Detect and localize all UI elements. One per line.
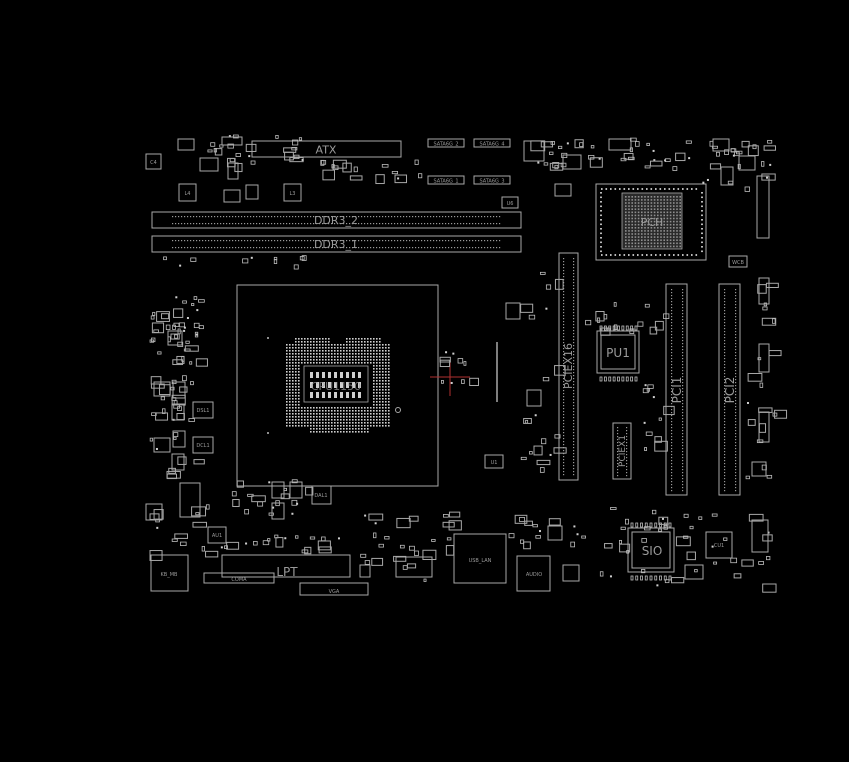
dcl1-label: DCL1 — [196, 443, 209, 449]
ddr3-2-label: DDR3_2 — [314, 214, 358, 227]
pci1-pins — [671, 289, 684, 492]
usb-lan-label: USB_LAN — [469, 558, 492, 564]
pciex1-slot[interactable]: PCIEX1 — [612, 422, 632, 480]
pciex16-slot[interactable]: PCIEX16 — [558, 252, 579, 481]
u1-chip[interactable]: U1 — [484, 454, 504, 469]
wcb-label: WCB — [732, 260, 744, 266]
ddr3-1-slot[interactable]: DDR3_1 — [151, 235, 522, 253]
l3-inductor[interactable]: L3 — [283, 183, 302, 202]
pci1-label: PCI1 — [670, 377, 684, 404]
sio-label: SIO — [642, 544, 663, 558]
dal1-chip[interactable]: DAL1 — [311, 485, 332, 505]
sata-connector-3[interactable]: SATA6G_3 — [473, 175, 511, 185]
kb-mb-label: KB_MB — [161, 572, 179, 578]
pci1-slot[interactable]: PCI1 — [665, 283, 688, 496]
l4-label: L4 — [185, 191, 191, 197]
atx-connector[interactable]: ATX — [251, 140, 402, 158]
ddr3-1-pins — [172, 240, 501, 249]
chipset[interactable]: PCH — [595, 183, 707, 261]
audio-label: AUDIO — [526, 572, 542, 578]
u1-label: U1 — [491, 460, 498, 466]
au1-label: AU1 — [212, 533, 222, 539]
l4-inductor[interactable]: L4 — [178, 183, 197, 202]
audio-connector[interactable]: AUDIO — [516, 555, 551, 592]
u6-chip[interactable]: U6 — [501, 196, 519, 209]
dcl1-chip[interactable]: DCL1 — [192, 436, 214, 454]
sio-chip[interactable]: SIO — [627, 522, 675, 581]
chipset-pads — [600, 188, 703, 256]
sata2-label: SATA6G_2 — [433, 142, 458, 148]
ddr3-1-label: DDR3_1 — [314, 238, 358, 251]
sata-connector-4[interactable]: SATA6G_4 — [473, 138, 511, 148]
sata3-label: SATA6G_3 — [479, 179, 504, 185]
cpu-socket[interactable]: CPU1150 — [236, 284, 439, 487]
com-connector[interactable]: COMA — [203, 572, 275, 584]
lpt-label: LPT — [276, 565, 298, 579]
sata4-label: SATA6G_4 — [479, 142, 504, 148]
small-components — [145, 134, 788, 593]
pu1-label: PU1 — [606, 346, 630, 360]
pciex16-label: PCIEX16 — [562, 343, 575, 389]
cu1-label: CU1 — [714, 543, 724, 549]
cu1-chip[interactable]: CU1 — [705, 531, 733, 559]
pci2-label: PCI2 — [723, 377, 737, 404]
vga-label: VGA — [329, 589, 340, 595]
lpt-connector[interactable]: LPT — [221, 554, 351, 579]
vga-connector[interactable]: VGA — [299, 582, 369, 596]
sata-connector-1[interactable]: SATA6G_1 — [427, 175, 465, 185]
com-label: COMA — [231, 577, 247, 583]
atx-label: ATX — [316, 144, 337, 157]
pciex1-pins — [617, 427, 628, 477]
ddr3-2-slot[interactable]: DDR3_2 — [151, 211, 522, 229]
usb-lan-connector[interactable]: USB_LAN — [453, 533, 507, 584]
sata-connector-2[interactable]: SATA6G_2 — [427, 138, 465, 148]
wcb-chip[interactable]: WCB — [728, 255, 748, 268]
dal1-label: DAL1 — [314, 493, 327, 499]
pu1-chip[interactable]: PU1 — [596, 325, 640, 382]
cpu-inner-pads — [310, 372, 361, 398]
pci2-slot[interactable]: PCI2 — [718, 283, 741, 496]
cpu-pad-array — [286, 338, 390, 433]
cmos-battery-pad[interactable]: C4 — [145, 153, 162, 170]
au1-chip[interactable]: AU1 — [207, 526, 227, 544]
sata1-label: SATA6G_1 — [433, 179, 458, 185]
chipset-label: PCH — [641, 216, 664, 229]
cpu-label: CPU1150 — [311, 380, 361, 393]
l3-label: L3 — [290, 191, 296, 197]
ddr3-2-pins — [172, 216, 501, 225]
u6-label: U6 — [507, 201, 514, 207]
kb-mouse-connector[interactable]: KB_MB — [150, 554, 189, 592]
dsl1-label: DSL1 — [197, 408, 210, 414]
pci2-pins — [724, 289, 737, 492]
dsl1-chip[interactable]: DSL1 — [192, 401, 214, 419]
pciex1-label: PCIEX1 — [618, 435, 628, 467]
cmos-label: C4 — [150, 160, 157, 166]
pciex16-pins — [563, 258, 575, 476]
